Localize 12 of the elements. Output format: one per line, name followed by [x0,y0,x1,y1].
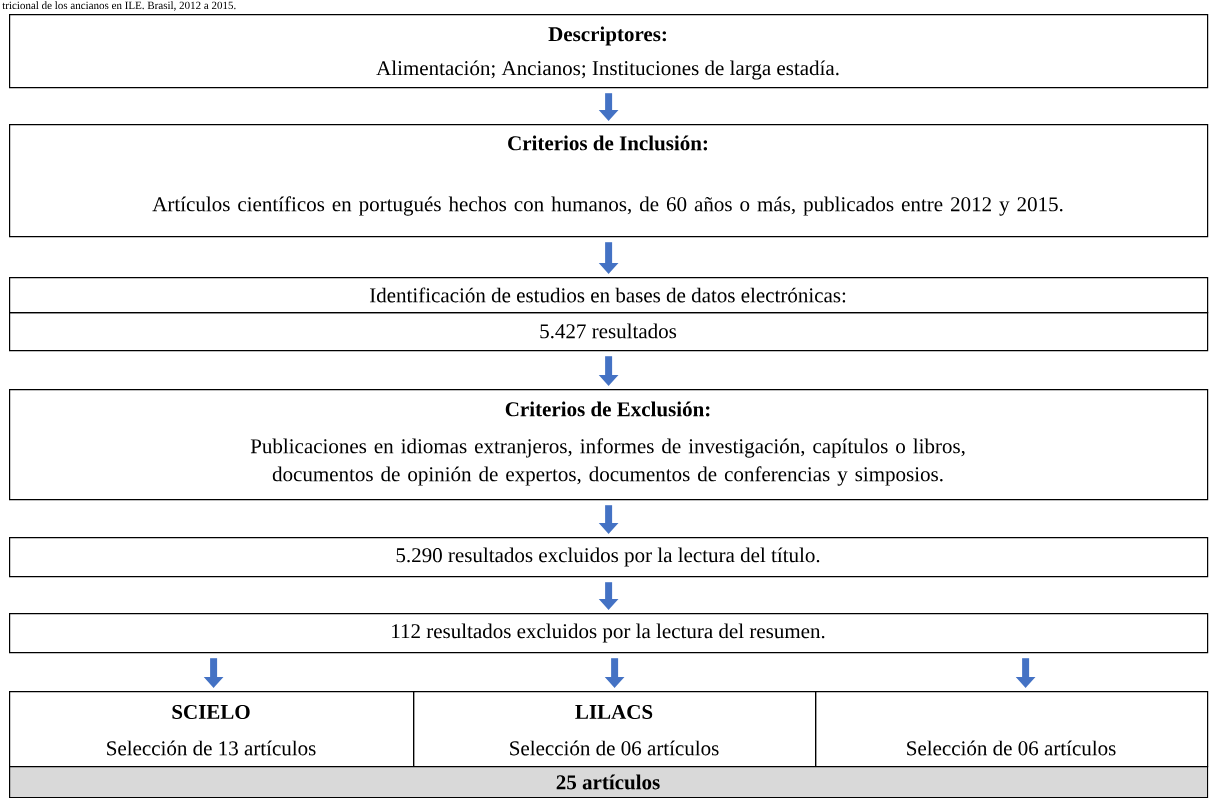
table-box: 112 resultados excluidos por la lectura del resumen. [9,613,1209,654]
table-box: LILACS Selección de 06 artículos [413,691,817,768]
title-text: tricional de los ancianos en ILE. Brasil, 2012 a 2015. [2,1,236,11]
table-box: 25 artículos [9,766,1209,798]
table-box: SCIELO Selección de 13 artículos [9,691,415,768]
table-box: Identificación de estudios en bases de datos electrónicas: [9,277,1209,314]
table-box: Criterios de Exclusión: Publicaciones en idiomas extranjeros, informes de investigación, capítulos o libros, documentos de opinión de expertos, documentos de conferencias y simposios. [9,389,1209,501]
table-box: 5.427 resultados [9,312,1209,352]
table-box: Descriptores: Alimentación; Ancianos; Instituciones de larga estadía. [9,14,1209,89]
table-box: 5.290 resultados excluidos por la lectura del título. [9,537,1209,578]
table-box: Criterios de Inclusión: Artículos científicos en portugués hechos con humanos, de 60 años o más, publicados entre 2012 y 2015. [9,124,1209,238]
table-box: Selección de 06 artículos [815,691,1209,768]
